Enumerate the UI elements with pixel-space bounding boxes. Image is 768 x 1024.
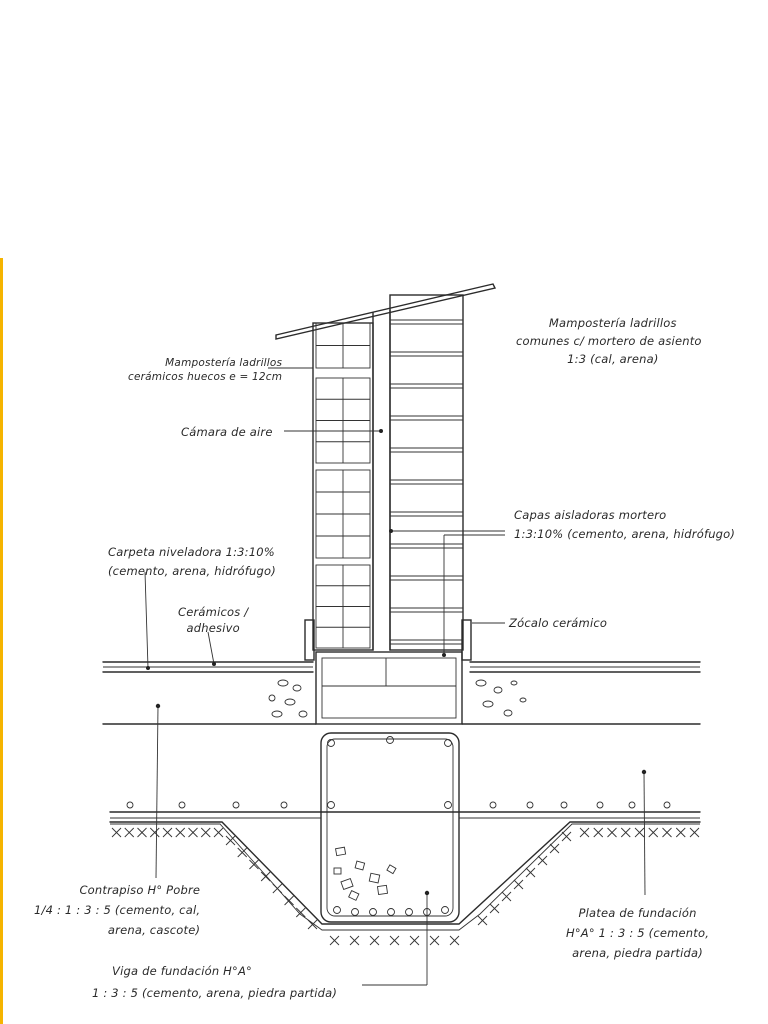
- slab-rebar-bar: [232, 801, 240, 809]
- slab-rebar-bar: [280, 801, 288, 809]
- rebar-bar: [327, 739, 335, 747]
- label-hollow-brick: Mampostería ladrillos cerámicos huecos e…: [128, 357, 283, 383]
- skirting-left: [304, 619, 315, 661]
- slab-rebar-bar: [126, 801, 134, 809]
- hatch-stroke: [579, 827, 590, 838]
- rebar-bar: [441, 906, 449, 914]
- hatch-stroke: [662, 827, 672, 838]
- hatch-stroke: [162, 827, 173, 838]
- leader-dots: [146, 429, 647, 896]
- hatch-stroke: [561, 831, 572, 842]
- foundation-beam-rebar: [327, 736, 452, 916]
- label-foundation-beam: Viga de fundación H°A° 1 : 3 : 5 (cement…: [92, 964, 338, 1000]
- common-brick-wall: [389, 294, 464, 651]
- leader-lines: [144, 367, 646, 986]
- rebar-bar: [444, 801, 452, 809]
- hatch-stroke: [648, 827, 659, 838]
- foundation-beam-stirrup: [326, 738, 454, 917]
- slab-rebar-bar: [526, 801, 534, 809]
- slab-rebar-bar: [663, 801, 671, 809]
- hatch-stroke: [593, 827, 604, 838]
- roof-slope-line: [275, 283, 497, 340]
- hatch-stroke: [307, 919, 318, 930]
- label-ceramics: Cerámicos / adhesivo: [178, 605, 249, 635]
- subfloor-rubble-right: [475, 679, 527, 717]
- excavation-outline: [109, 821, 701, 925]
- slab-rebar-bar: [560, 801, 568, 809]
- hatch-stroke: [188, 827, 198, 838]
- hatch-stroke: [295, 907, 306, 918]
- hatch-stroke: [225, 835, 236, 846]
- rebar-bar: [387, 908, 395, 916]
- hatch-stroke: [525, 867, 536, 878]
- hatch-stroke: [329, 935, 340, 946]
- slab-rebar-bar: [178, 801, 186, 809]
- foundation-beam: [320, 732, 460, 923]
- hatch-stroke: [675, 827, 686, 838]
- rebar-bar: [333, 906, 341, 914]
- label-skirting: Zócalo cerámico: [509, 616, 608, 630]
- hatch-stroke: [409, 935, 420, 946]
- label-leveling-screed: Carpeta niveladora 1:3:10% (cemento, are…: [108, 545, 276, 578]
- foundation-head: [315, 651, 463, 725]
- hatch-stroke: [537, 855, 548, 866]
- hatch-stroke: [284, 895, 294, 906]
- rebar-bar: [369, 908, 377, 916]
- rebar-bar: [405, 908, 413, 916]
- hatch-stroke: [200, 827, 211, 838]
- common-brick-courses: [390, 319, 463, 645]
- label-subfloor: Contrapiso H° Pobre 1/4 : 1 : 3 : 5 (cem…: [34, 883, 201, 937]
- hatch-stroke: [549, 843, 560, 854]
- hatch-stroke: [213, 827, 224, 838]
- label-insulation: Capas aisladoras mortero 1:3:10% (cement…: [514, 508, 736, 541]
- slab-rebar-bar: [489, 801, 497, 809]
- hatch-stroke: [477, 915, 488, 926]
- hatch-stroke: [449, 935, 460, 946]
- hatch-stroke: [149, 827, 160, 838]
- subfloor-rubble-left: [268, 679, 308, 718]
- slab-rebar-bar: [596, 801, 604, 809]
- hatch-stroke: [260, 871, 271, 882]
- hatch-stroke: [237, 847, 248, 858]
- hatch-stroke: [369, 935, 380, 946]
- hatch-stroke: [689, 827, 700, 838]
- excavation-outline-outer: [110, 823, 700, 931]
- ground-hatching: [111, 827, 700, 946]
- label-air-chamber: Cámara de aire: [181, 425, 273, 439]
- hatch-stroke: [124, 827, 135, 838]
- hatch-stroke: [429, 935, 440, 946]
- label-common-brick: Mampostería ladrillos comunes c/ mortero…: [516, 316, 702, 366]
- foundation-head-inner: [321, 657, 457, 719]
- hatch-stroke: [489, 903, 500, 914]
- hatch-stroke: [249, 859, 259, 870]
- hatch-stroke: [607, 827, 617, 838]
- skirting-right: [461, 619, 472, 661]
- label-foundation-slab: Platea de fundación H°A° 1 : 3 : 5 (ceme…: [566, 906, 710, 960]
- hollow-brick-grid: [315, 322, 371, 649]
- rebar-bar: [327, 801, 335, 809]
- foundation-beam-aggregate: [333, 846, 397, 901]
- rebar-bar: [351, 908, 359, 916]
- hatch-stroke: [501, 891, 512, 902]
- hatch-stroke: [513, 879, 524, 890]
- slab-rebar-bar: [628, 801, 636, 809]
- rebar-bar: [386, 736, 394, 744]
- hatch-stroke: [620, 827, 631, 838]
- page-edge-strip: [0, 258, 3, 1024]
- hatch-stroke: [111, 827, 122, 838]
- hatch-stroke: [349, 935, 360, 946]
- hatch-stroke: [137, 827, 147, 838]
- hatch-stroke: [634, 827, 645, 838]
- hatch-stroke: [272, 883, 283, 894]
- hatch-stroke: [175, 827, 186, 838]
- hatch-stroke: [389, 935, 400, 946]
- rebar-bar: [444, 739, 452, 747]
- slab-rebar: [126, 801, 671, 809]
